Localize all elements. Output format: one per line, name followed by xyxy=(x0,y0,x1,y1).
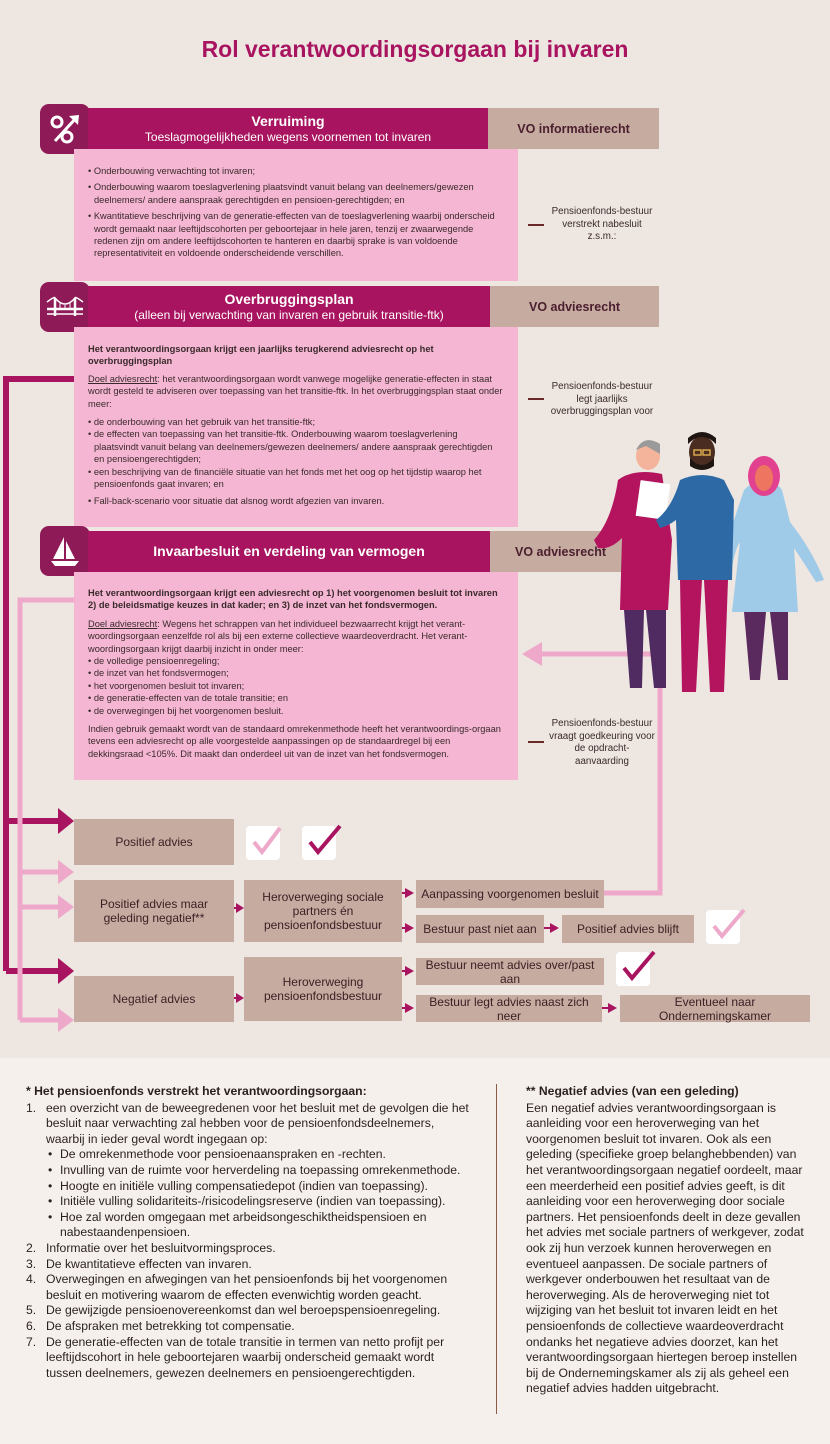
list-item: • de effecten van toepassing van het tra… xyxy=(88,429,493,465)
footnote-divider xyxy=(496,1084,497,1414)
sailboat-icon xyxy=(40,526,90,576)
fallback-scenario: • Fall-back-scenario voor situatie dat a… xyxy=(88,496,385,507)
list-item: • Kwantitatieve beschrijving van de gene… xyxy=(88,211,495,259)
list-item: • Onderbouwing waarom toeslagverlening p… xyxy=(88,182,474,205)
side-note: Pensioenfonds-bestuur legt jaarlijks ove… xyxy=(550,381,654,418)
check-icon xyxy=(246,826,282,860)
list-item: 5.De gewijzigde pensioenovereenkomst dan… xyxy=(26,1303,441,1318)
tag-vo-adviesrecht: VO adviesrecht xyxy=(490,286,659,327)
side-note: Pensioenfonds-bestuur vraagt goedkeuring… xyxy=(549,718,655,767)
sub-bullet: Initiële vulling solidariteits-/risicode… xyxy=(46,1194,470,1210)
closing-text: Indien gebruik gemaakt wordt van de stan… xyxy=(88,724,501,759)
section-invaarbesluit-body: Het verantwoordingsorgaan krijgt een adv… xyxy=(74,572,518,780)
ondernemingskamer-box: Eventueel naar Ondernemingskamer xyxy=(620,995,810,1023)
section-verruiming-header: Verruiming Toeslagmogelijkheden wegens v… xyxy=(88,108,488,149)
footnote-left: * Het pensioenfonds verstrekt het verant… xyxy=(26,1084,470,1381)
connector-dash xyxy=(528,741,544,743)
list-item: 7.De generatie-effecten van de totale tr… xyxy=(26,1334,445,1380)
list-item: 2.Informatie over het besluitvormingspro… xyxy=(26,1240,276,1255)
footnote-heading: * Het pensioenfonds verstrekt het verant… xyxy=(26,1084,367,1098)
doel-text: : Wegens het schrappen van het individue… xyxy=(88,618,468,654)
flow-connectors xyxy=(3,376,663,1032)
section-lead: Het verantwoordingsorgaan krijgt een jaa… xyxy=(88,344,434,367)
section-heading: Invaarbesluit en verdeling van vermogen xyxy=(153,543,425,559)
sub-bullet: Hoogte en initiële vulling compensatiede… xyxy=(46,1179,470,1195)
positief-advies-geleding-negatief-box: Positief advies maar geleding negatief** xyxy=(74,880,234,942)
section-subheading: (alleen bij verwachting van invaren en g… xyxy=(134,307,444,322)
list-item: 6.De afspraken met betrekking tot compen… xyxy=(26,1318,295,1333)
doel-label: Doel adviesrecht xyxy=(88,373,158,384)
tag-vo-informatierecht: VO informatierecht xyxy=(488,108,659,149)
list-item: 4.Overwegingen en afwegingen van het pen… xyxy=(26,1272,448,1302)
page-title: Rol verantwoordingsorgaan bij invaren xyxy=(201,36,629,62)
check-icon xyxy=(616,950,656,986)
check-icon xyxy=(706,908,746,944)
heroverweging-sociale-partners-box: Heroverweging sociale partners én pensio… xyxy=(244,880,402,942)
footnote-heading: ** Negatief advies (van een geleding) xyxy=(526,1084,739,1098)
negatief-advies-box: Negatief advies xyxy=(74,976,234,1022)
sub-bullet: Hoe zal worden omgegaan met arbeidsonges… xyxy=(46,1210,470,1241)
connector-dash xyxy=(528,398,544,400)
side-note: Pensioenfonds-bestuur verstrekt nabeslui… xyxy=(551,206,653,243)
section-overbruggingsplan-header: Overbruggingsplan (alleen bij verwachtin… xyxy=(88,286,490,327)
section-subheading: Toeslagmogelijkheden wegens voornemen to… xyxy=(144,129,432,144)
sub-bullet: Invulling van de ruimte voor herverdelin… xyxy=(46,1163,470,1179)
connector-dash xyxy=(528,224,544,226)
check-icon xyxy=(302,824,342,860)
heroverweging-pensioenfondsbestuur-box: Heroverweging pensioenfondsbestuur xyxy=(244,957,402,1021)
footnote-right: ** Negatief advies (van een geleding) Ee… xyxy=(526,1084,804,1397)
section-verruiming-body: • Onderbouwing verwachting tot invaren; … xyxy=(74,149,518,281)
list-item: • de inzet van het fondsvermogen; xyxy=(88,668,229,679)
section-overbruggingsplan-body: Het verantwoordingsorgaan krijgt een jaa… xyxy=(74,327,518,527)
list-item: • Onderbouwing verwachting tot invaren; xyxy=(88,166,256,176)
list-item: • de overwegingen bij het voorgenomen be… xyxy=(88,705,284,716)
list-item: 3.De kwantitatieve effecten van invaren. xyxy=(26,1256,252,1271)
bestuur-legt-advies-naast-box: Bestuur legt advies naast zich neer xyxy=(416,995,602,1023)
list-item: • een beschrijving van de financiële sit… xyxy=(88,466,482,490)
sub-bullet: De omrekenmethode voor pensioenaansprake… xyxy=(46,1147,470,1163)
doel-text: : het verantwoordingsorgaan wordt vanweg… xyxy=(88,373,503,409)
people-illustration xyxy=(594,432,824,692)
doel-label: Doel adviesrecht xyxy=(88,618,158,629)
bridge-icon xyxy=(40,282,90,332)
positief-advies-box: Positief advies xyxy=(74,819,234,865)
bestuur-neemt-advies-over-box: Bestuur neemt advies over/past aan xyxy=(416,958,604,986)
list-item: 1. een overzicht van de beweegredenen vo… xyxy=(26,1101,470,1241)
aanpassing-voorgenomen-besluit-box: Aanpassing voorgenomen besluit xyxy=(416,880,604,908)
section-invaarbesluit-header: Invaarbesluit en verdeling van vermogen xyxy=(88,531,490,572)
footnote-text: Een negatief advies verantwoordingsorgaa… xyxy=(526,1100,804,1396)
percent-arrow-icon xyxy=(40,104,90,154)
list-item: • de generatie-effecten van de totale tr… xyxy=(88,693,289,704)
bestuur-past-niet-aan-box: Bestuur past niet aan xyxy=(416,915,544,943)
list-item: • het voorgenomen besluit tot invaren; xyxy=(88,680,245,691)
section-heading: Overbruggingsplan xyxy=(224,290,354,307)
section-lead: Het verantwoordingsorgaan krijgt een adv… xyxy=(88,588,498,611)
list-item: • de onderbouwing van het gebruik van he… xyxy=(88,417,316,428)
list-item: • de volledige pensioenregeling; xyxy=(88,656,220,667)
footnotes-panel xyxy=(0,1058,830,1444)
positief-advies-blijft-box: Positief advies blijft xyxy=(562,915,694,943)
section-heading: Verruiming xyxy=(251,112,325,129)
